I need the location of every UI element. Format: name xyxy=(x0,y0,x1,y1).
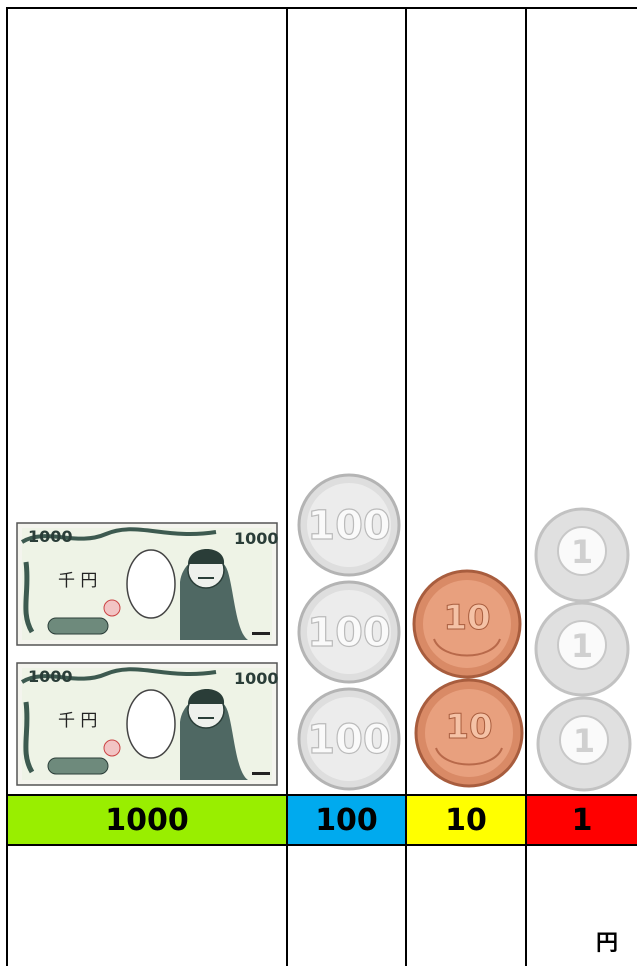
coin-100-yen[interactable]: 100 xyxy=(297,687,405,791)
coin-value: 10 xyxy=(443,598,490,638)
header-label: 1000 xyxy=(105,803,189,838)
coin-value: 10 xyxy=(445,707,492,747)
note-kanji: 千 円 xyxy=(58,571,97,591)
note-denomination: 1000 xyxy=(234,669,278,688)
banknote-1000[interactable]: 1000 1000 千 円 xyxy=(16,662,278,786)
coin-value: 100 xyxy=(307,717,391,763)
note-kanji: 千 円 xyxy=(58,711,97,731)
header-1: 1 xyxy=(527,796,637,844)
coin-1-yen[interactable]: 1 xyxy=(534,507,630,603)
grid-line xyxy=(6,844,637,846)
note-denomination: 1000 xyxy=(28,667,73,686)
header-1000: 1000 xyxy=(8,796,286,844)
grid-line xyxy=(6,7,637,9)
coin-value: 100 xyxy=(307,610,391,656)
header-label: 100 xyxy=(315,803,378,838)
note-denomination: 1000 xyxy=(28,527,73,546)
unit-label: 円 xyxy=(596,925,618,957)
coin-1-yen[interactable]: 1 xyxy=(534,601,630,697)
header-label: 10 xyxy=(445,803,487,838)
coin-value: 100 xyxy=(307,503,391,549)
banknote-1000[interactable]: 1000 1000 千 円 xyxy=(16,522,278,646)
note-denomination: 1000 xyxy=(234,529,278,548)
coin-100-yen[interactable]: 100 xyxy=(297,580,405,684)
header-10: 10 xyxy=(407,796,525,844)
coin-value: 1 xyxy=(571,627,593,665)
coin-100-yen[interactable]: 100 xyxy=(297,473,405,577)
coin-10-yen[interactable]: 10 xyxy=(414,678,524,788)
coin-10-yen[interactable]: 10 xyxy=(412,569,522,679)
coin-value: 1 xyxy=(571,533,593,571)
header-100: 100 xyxy=(288,796,405,844)
coin-value: 1 xyxy=(573,722,595,760)
header-label: 1 xyxy=(572,803,593,838)
coin-1-yen[interactable]: 1 xyxy=(536,696,632,792)
